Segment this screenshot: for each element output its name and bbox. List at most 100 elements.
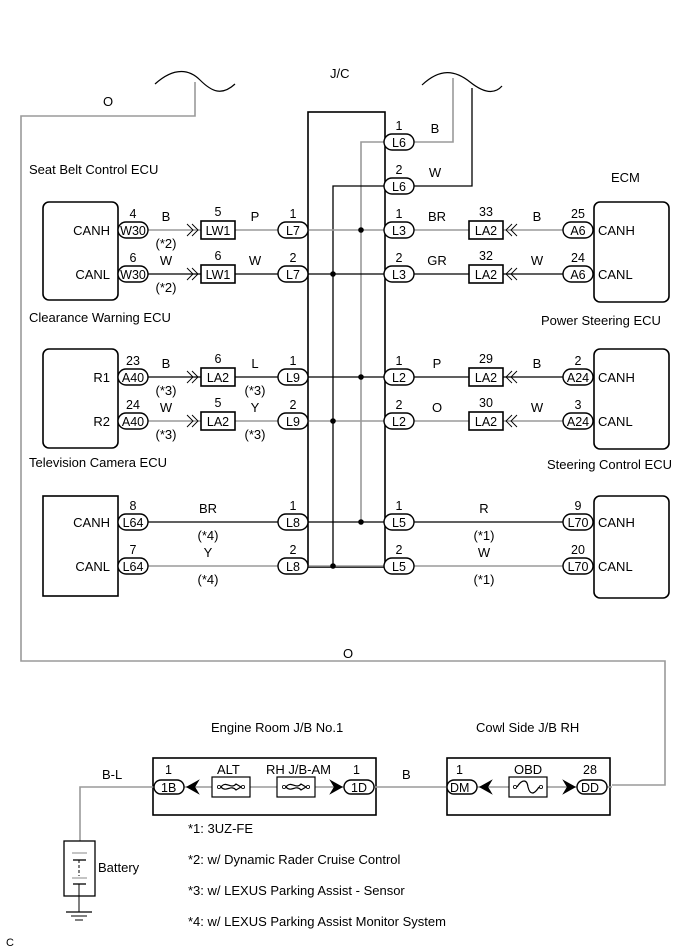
inline-connector-label: LA2 [475, 224, 497, 238]
wire-color-2: W [531, 400, 544, 415]
jc-connector-label: L9 [286, 415, 300, 429]
ecu-connector-pin: 24 [126, 398, 140, 412]
wire-break-symbol-left [154, 70, 236, 92]
engine-room-jb-title: Engine Room J/B No.1 [211, 720, 343, 735]
jc-connector-label: L8 [286, 516, 300, 530]
wire-break-symbol-right [421, 72, 503, 93]
fusible-link-rh-jb-am-icon [281, 783, 310, 791]
jc-connector: L71 [277, 207, 309, 239]
fuse-alt-label: ALT [217, 762, 240, 777]
battery-label: Battery [98, 860, 140, 875]
jc-connector-l6: L61 [383, 119, 415, 151]
wire-color-2: B [533, 356, 542, 371]
wire-color-1: R [479, 501, 488, 516]
ecu-connector-label: L70 [568, 516, 589, 530]
inline-connector-pin: 5 [215, 396, 222, 410]
ecu-connector-label: W30 [120, 268, 146, 282]
corner-mark: C [6, 937, 14, 949]
ecu-signal-label: R1 [93, 370, 110, 385]
jc-connector-pin: 1 [396, 499, 403, 513]
ecu-signal-label: CANH [73, 515, 110, 530]
jc-connector: L81 [277, 499, 309, 531]
ecu-signal-label: CANL [598, 414, 633, 429]
ecu-connector-pin: 8 [130, 499, 137, 513]
inline-connector-pin: 29 [479, 352, 493, 366]
ecu-connector-label: A6 [570, 268, 585, 282]
note-3: *3: w/ LEXUS Parking Assist - Sensor [188, 883, 405, 898]
ecu-connector-pin: 23 [126, 354, 140, 368]
jc-connector-pin: 2 [396, 398, 403, 412]
tv-camera-ecu-box [42, 348, 119, 449]
pin-1b-number: 1 [165, 763, 172, 777]
ecu-connector-pin: 4 [130, 207, 137, 221]
wire-note-1: (*2) [156, 280, 177, 295]
inline-connector-label: LW1 [206, 268, 231, 282]
pin-dm-number: 1 [456, 763, 463, 777]
connector-1d-label: 1D [351, 781, 367, 795]
wire-color-2: L [251, 356, 258, 371]
ecu-connector-label: A6 [570, 224, 585, 238]
note-4: *4: w/ LEXUS Parking Assist Monitor Syst… [188, 914, 446, 929]
jc-connector-pin: 1 [396, 354, 403, 368]
jc-connector-label: L7 [286, 268, 300, 282]
inline-connector-pin: 6 [215, 249, 222, 263]
jc-connector-l6: L62 [383, 163, 415, 195]
jc-connector-pin: 2 [290, 251, 297, 265]
wire-color-2: B [533, 209, 542, 224]
wire-color-1: B [162, 209, 171, 224]
ecu-signal-label: CANH [73, 223, 110, 238]
ecu-signal-label: CANL [75, 559, 110, 574]
inline-connector-label: LW1 [206, 224, 231, 238]
wire-color-2: P [251, 209, 260, 224]
ecu-signal-label: CANH [598, 515, 635, 530]
wire-color-1: Y [204, 545, 213, 560]
jc-connector: L21 [383, 354, 415, 386]
wire-o-top [20, 82, 666, 786]
battery-wire-color: B-L [102, 767, 122, 782]
power-steering-ecu-label: Power Steering ECU [541, 313, 661, 328]
ecu-connector-pin: 3 [575, 398, 582, 412]
ecu-connector-pin: 6 [130, 251, 137, 265]
ecu-connector-label: W30 [120, 224, 146, 238]
double-chevron-icon [505, 223, 518, 237]
jc-connector-label: L5 [392, 516, 406, 530]
ecu-connector-pin: 20 [571, 543, 585, 557]
top-wire-color-label: O [103, 94, 113, 109]
seat-belt-ecu-label: Seat Belt Control ECU [29, 162, 158, 177]
steering-control-ecu-box [593, 495, 670, 599]
jc-connector: L82 [277, 543, 309, 575]
ecu-connector-pin: 9 [575, 499, 582, 513]
double-chevron-icon [186, 414, 199, 428]
jc-connector-label: L3 [392, 268, 406, 282]
wire-color-1: GR [427, 253, 447, 268]
clearance-ecu-box [42, 495, 119, 597]
fuse-alt-box [211, 776, 251, 798]
wire-note-1: (*4) [198, 572, 219, 587]
fusible-link-alt-icon [216, 783, 245, 791]
seat-belt-ecu-box [42, 201, 119, 301]
double-chevron-icon [505, 414, 518, 428]
connector-1b-label: 1B [161, 781, 176, 795]
ecu-connector-pin: 2 [575, 354, 582, 368]
inline-connector-label: LA2 [475, 268, 497, 282]
jc-connector-label: L2 [392, 371, 406, 385]
